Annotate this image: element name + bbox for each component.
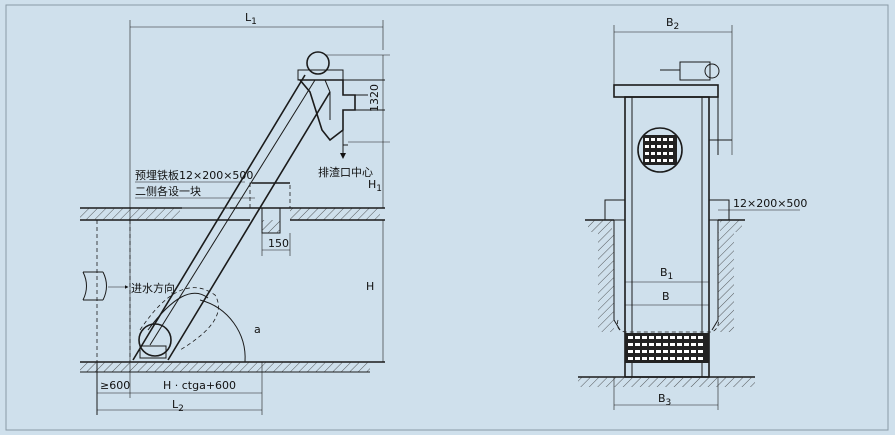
label-B: B [662, 290, 670, 303]
label-H: H [366, 280, 374, 293]
label-L2: L2 [172, 398, 184, 414]
label-B2: B2 [666, 16, 679, 32]
side-view: L1 1320 H1 H 150 ≥600 H · ctga+600 L2 a … [80, 11, 390, 415]
label-outlet-center: 排渣口中心 [318, 165, 373, 179]
front-view: B2 12×20 [578, 16, 807, 410]
label-L1: L1 [245, 11, 257, 27]
bottom-sprocket [138, 323, 172, 357]
label-min-600: ≥600 [100, 379, 130, 392]
label-both-sides: 二侧各设一块 [135, 184, 201, 198]
label-H1: H1 [368, 178, 382, 194]
drive-sprocket [306, 51, 330, 75]
mesh-detail-circle [637, 127, 683, 173]
label-B1: B1 [660, 266, 673, 282]
top-cap [613, 84, 719, 98]
label-inflow: 进水方向 [131, 281, 175, 295]
label-1320: 1320 [368, 84, 381, 112]
frame-border [5, 4, 889, 431]
ground-hatch-right [290, 208, 380, 220]
label-150: 150 [268, 237, 289, 250]
label-embed-plate: 预埋铁板12×200×500 [135, 168, 253, 182]
label-B3: B3 [658, 392, 671, 408]
motor [679, 61, 711, 81]
label-angle: a [254, 323, 261, 336]
screen-body-front [132, 74, 306, 361]
channel-bottom-hatch [80, 362, 370, 372]
label-h-formula: H · ctga+600 [163, 379, 236, 392]
label-plate-dim: 12×200×500 [733, 197, 807, 210]
